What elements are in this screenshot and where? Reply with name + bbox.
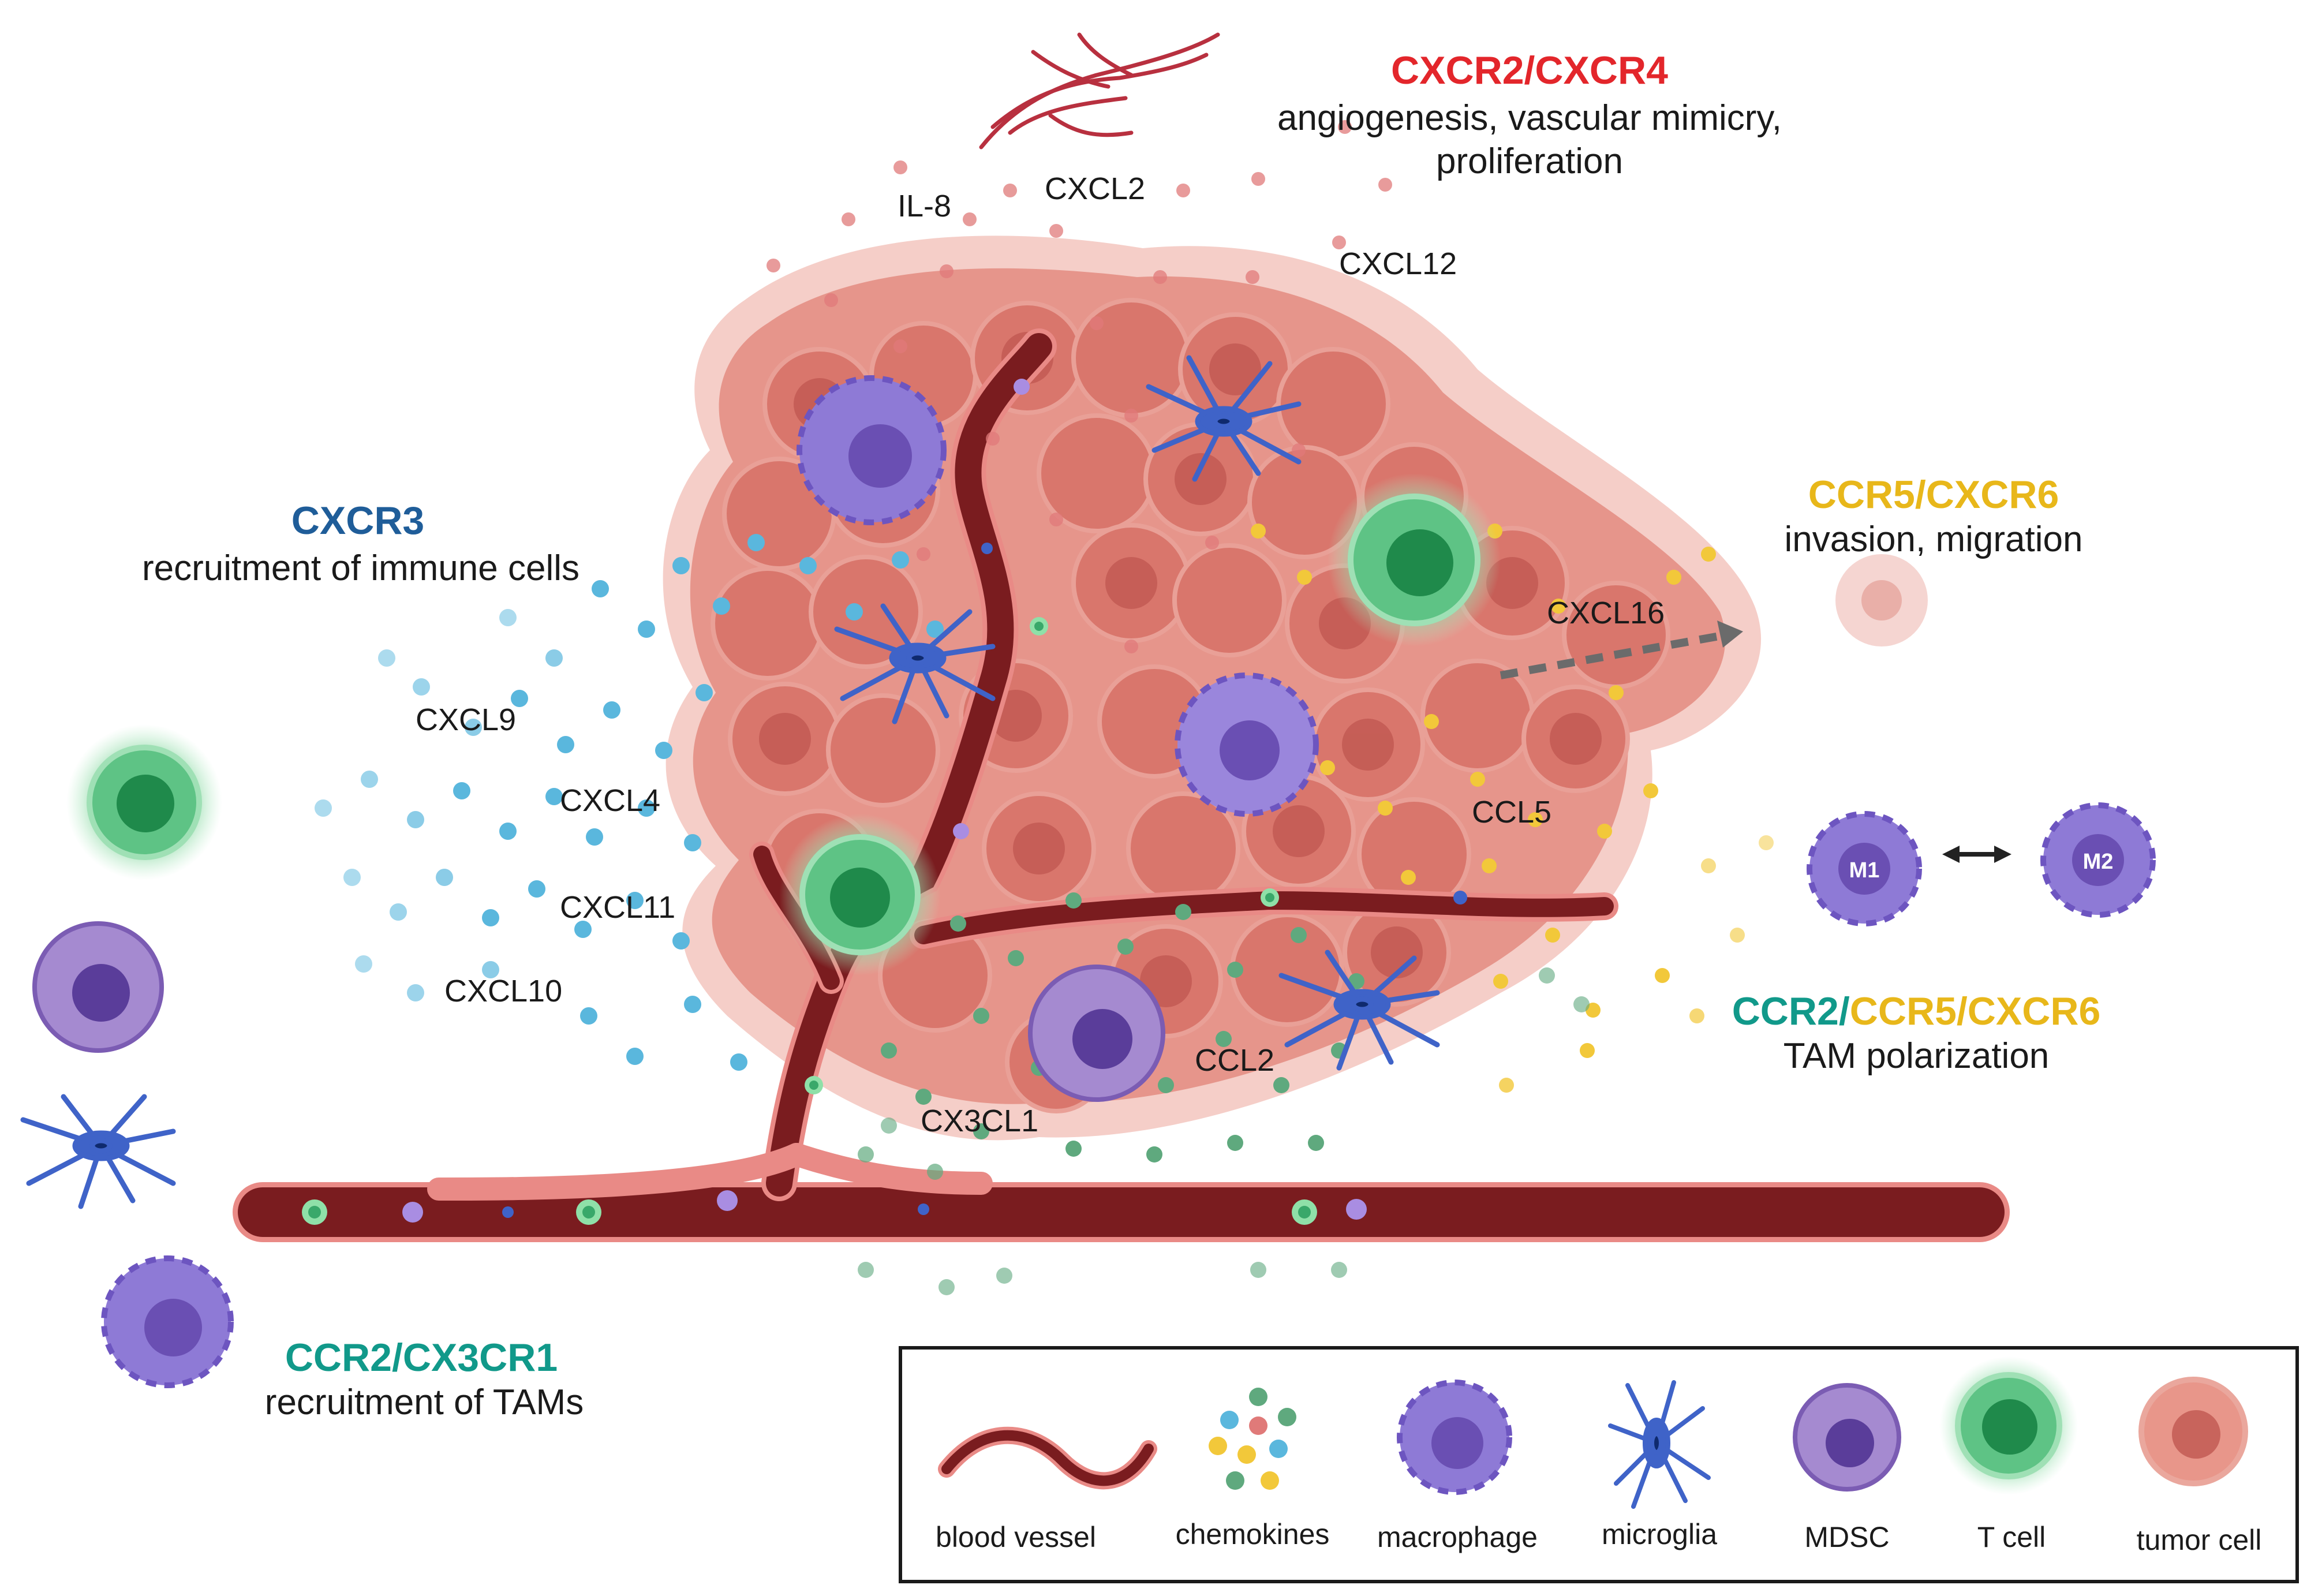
chemokines-red [766, 120, 1392, 653]
migration-arrow [1500, 621, 1743, 679]
chemokines-blue [315, 534, 944, 1071]
macrophage-center [1175, 672, 1319, 817]
label-cxcl4: CXCL4 [560, 783, 660, 818]
top-receptor-line2: proliferation [1436, 141, 1623, 181]
legend-vessel-icon [941, 1430, 1154, 1486]
m2-label: M2 [2083, 850, 2114, 874]
migrating-tumor-cell [1835, 554, 1928, 646]
label-right-mid-receptor: CCR2/CCR5/CXCR6 TAM polarization [1732, 989, 2101, 1076]
polarization-arrow [1942, 846, 2011, 863]
label-il8: IL-8 [898, 189, 951, 223]
right-mid-receptor-line1: TAM polarization [1783, 1036, 2050, 1076]
macrophage-top [797, 375, 947, 525]
bottom-left-receptor-title: CCR2/CX3CR1 [285, 1336, 558, 1380]
blood-vessels [233, 328, 2010, 1242]
microglia-top [1146, 355, 1302, 482]
legend-label-macrophage: macrophage [1377, 1521, 1538, 1553]
left-tcell [66, 724, 222, 880]
legend-label-blood-vessel: blood vessel [936, 1521, 1096, 1553]
legend-tcell-icon [1939, 1356, 2078, 1495]
label-cxcl12: CXCL12 [1339, 246, 1457, 281]
label-top-receptor: CXCR2/CXCR4 angiogenesis, vascular mimic… [1277, 48, 1782, 181]
label-ccl2: CCL2 [1195, 1043, 1274, 1078]
legend-label-tumor-cell: tumor cell [2137, 1524, 2262, 1556]
label-cx3cl1: CX3CL1 [921, 1104, 1038, 1138]
label-cxcl11: CXCL11 [560, 890, 675, 925]
legend-label-chemokines: chemokines [1176, 1518, 1330, 1550]
legend-chemokines-icon [1209, 1388, 1296, 1490]
right-mid-receptor-title: CCR2/CCR5/CXCR6 [1732, 989, 2101, 1033]
legend-label-microglia: microglia [1602, 1518, 1717, 1550]
microglia-left [834, 603, 996, 724]
legend-microglia-icon [1608, 1380, 1711, 1509]
label-bottom-left-receptor: CCR2/CX3CR1 recruitment of TAMs [265, 1336, 584, 1422]
right-mid-receptor-title-b: CCR5/CXCR6 [1850, 989, 2101, 1033]
vessel-cells [302, 379, 1467, 1225]
m1-label: M1 [1849, 858, 1880, 883]
label-cxcl16: CXCL16 [1547, 596, 1665, 630]
right-top-receptor-line1: invasion, migration [1785, 519, 2083, 559]
m1-macrophage [1807, 811, 1922, 926]
left-receptor-line1: recruitment of immune cells [142, 548, 579, 588]
microglia-right [1278, 950, 1440, 1071]
left-mdsc [32, 921, 164, 1053]
chemokines-yellow [1251, 512, 1774, 1093]
label-ccl5: CCL5 [1472, 795, 1551, 829]
top-receptor-line1: angiogenesis, vascular mimicry, [1277, 98, 1782, 138]
tcell-in-tumor-right [1328, 473, 1501, 646]
left-microglia [20, 1094, 176, 1209]
label-cxcl9: CXCL9 [416, 702, 516, 737]
mdsc-in-tumor [1028, 965, 1165, 1102]
angiogenic-vessel-sprout [979, 32, 1220, 149]
chemokine-labels: IL-8 CXCL2 CXCL12 CXCL16 CXCL9 CXCL4 CXC… [416, 171, 1665, 1138]
left-macrophage [101, 1255, 234, 1388]
bottom-left-receptor-line1: recruitment of TAMs [265, 1382, 584, 1422]
label-cxcl10: CXCL10 [444, 974, 562, 1008]
label-cxcl2: CXCL2 [1045, 171, 1145, 206]
tcell-in-tumor-left [779, 814, 941, 975]
legend-mdsc-icon [1793, 1383, 1901, 1492]
label-left-receptor: CXCR3 recruitment of immune cells [142, 499, 579, 588]
legend-frame [899, 1346, 2299, 1583]
right-mid-receptor-title-a: CCR2/ [1732, 989, 1850, 1033]
chemokines-green [858, 892, 1590, 1295]
label-right-top-receptor: CCR5/CXCR6 invasion, migration [1785, 473, 2083, 559]
m2-macrophage [2040, 802, 2156, 918]
legend-tumor-cell-icon [2138, 1377, 2248, 1486]
legend: blood vessel chemokines macrophage micro… [899, 1346, 2299, 1583]
top-receptor-title: CXCR2/CXCR4 [1391, 48, 1668, 92]
right-top-receptor-title: CCR5/CXCR6 [1808, 473, 2059, 517]
left-receptor-title: CXCR3 [291, 499, 425, 543]
legend-macrophage-icon [1397, 1380, 1512, 1495]
legend-label-tcell: T cell [1977, 1521, 2046, 1553]
legend-label-mdsc: MDSC [1804, 1521, 1889, 1553]
